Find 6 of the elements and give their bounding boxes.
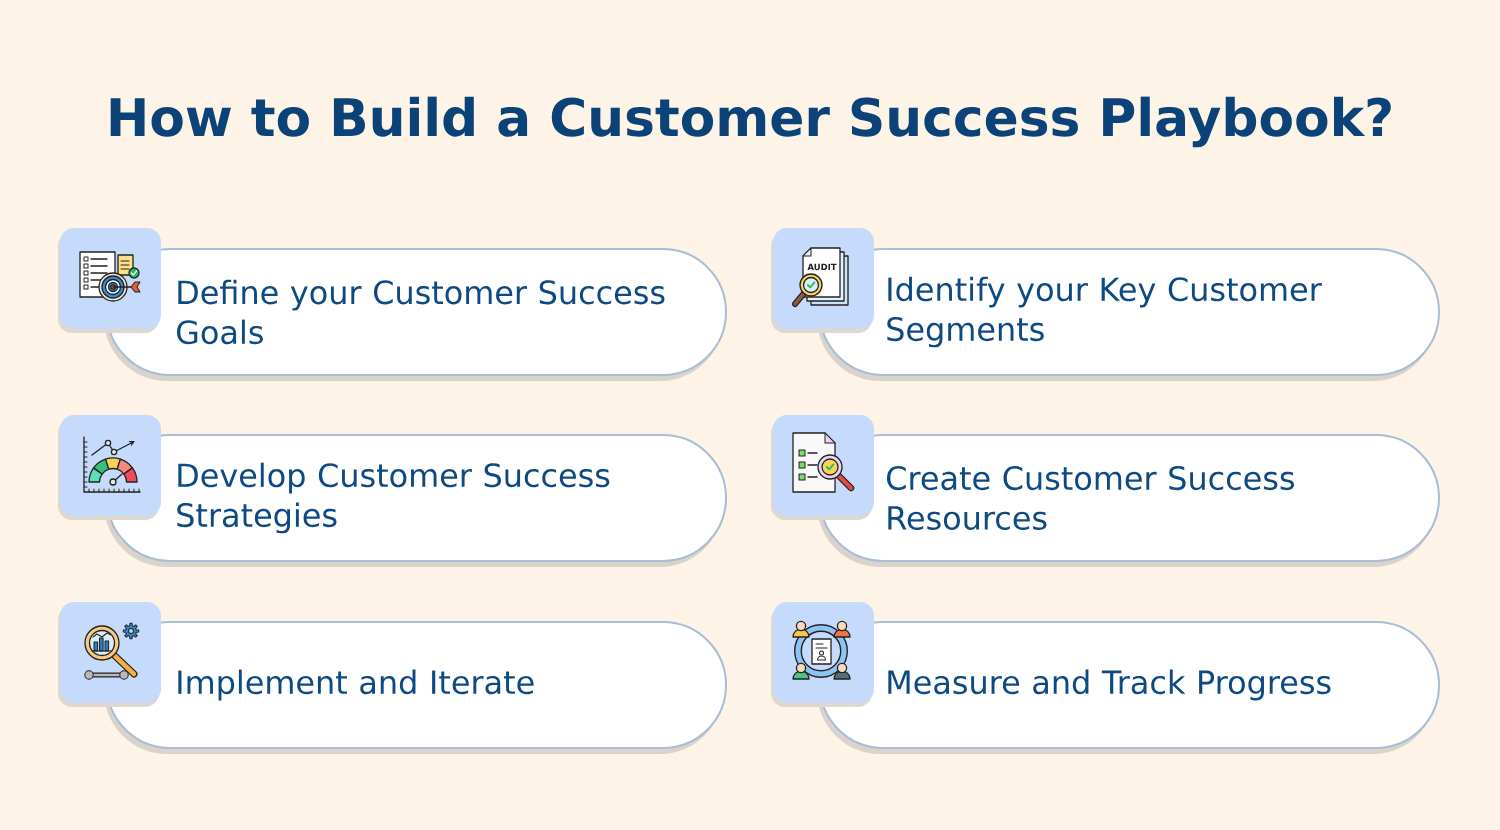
title: How to Build a Customer Success Playbook? xyxy=(110,96,1391,148)
step-card: Develop Customer Success Strategies xyxy=(104,434,727,567)
step-card: Implement and Iterate xyxy=(104,621,727,754)
step-card: Create Customer Success Resources xyxy=(817,434,1440,567)
step-card: Measure and Track Progress xyxy=(817,621,1440,754)
step-card: Define your Customer Success Goals xyxy=(104,248,727,381)
